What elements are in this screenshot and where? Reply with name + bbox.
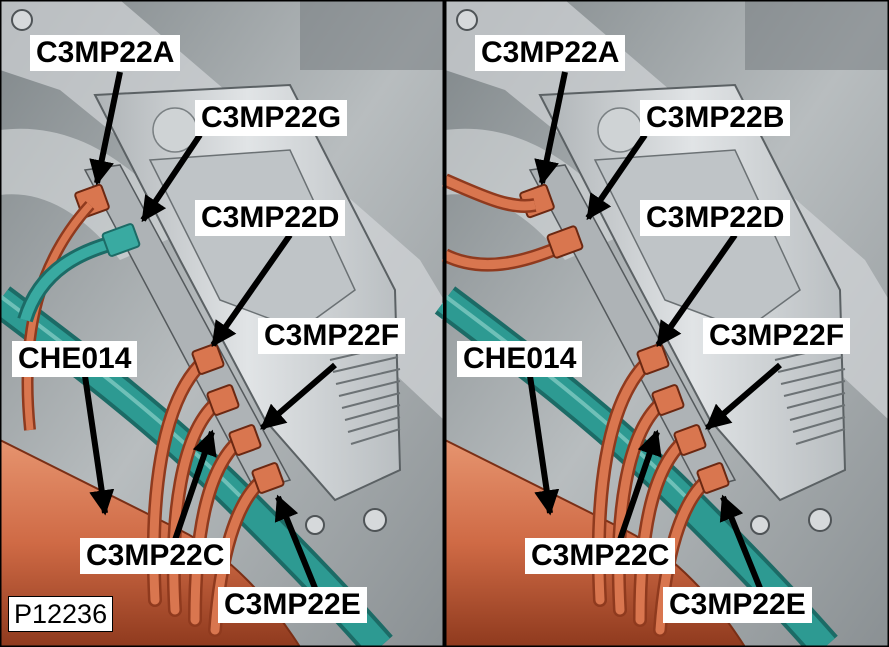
arrow-right-harness bbox=[527, 375, 560, 516]
arrow-left-a bbox=[89, 71, 123, 186]
arrow-right-a bbox=[534, 71, 568, 186]
arrow-left-harness bbox=[82, 375, 115, 516]
label-left-a: C3MP22A bbox=[30, 35, 181, 71]
arrow-right-b bbox=[585, 133, 648, 221]
label-right-d: C3MP22D bbox=[640, 200, 791, 236]
arrow-left-c bbox=[172, 429, 217, 541]
figure-id: P12236 bbox=[8, 596, 114, 632]
arrow-left-f bbox=[260, 362, 337, 431]
label-right-b: C3MP22B bbox=[640, 100, 791, 136]
label-right-f: C3MP22F bbox=[703, 318, 851, 354]
arrow-right-d bbox=[655, 233, 738, 348]
arrow-right-c bbox=[617, 429, 662, 541]
label-left-c: C3MP22C bbox=[80, 538, 231, 574]
arrow-left-g bbox=[140, 133, 203, 223]
label-right-c: C3MP22C bbox=[525, 538, 676, 574]
label-right-harness: CHE014 bbox=[457, 341, 583, 377]
arrow-right-f bbox=[705, 362, 782, 431]
label-left-d: C3MP22D bbox=[195, 200, 346, 236]
label-left-g: C3MP22G bbox=[195, 100, 348, 136]
left-leader-arrows bbox=[82, 71, 337, 590]
right-leader-arrows bbox=[527, 71, 782, 590]
label-left-f: C3MP22F bbox=[258, 318, 406, 354]
arrow-right-e bbox=[719, 494, 763, 590]
label-right-e: C3MP22E bbox=[663, 587, 812, 623]
label-right-a: C3MP22A bbox=[475, 35, 626, 71]
arrow-left-e bbox=[274, 494, 318, 590]
label-left-e: C3MP22E bbox=[218, 587, 367, 623]
label-left-harness: CHE014 bbox=[12, 341, 138, 377]
arrow-left-d bbox=[210, 233, 293, 348]
